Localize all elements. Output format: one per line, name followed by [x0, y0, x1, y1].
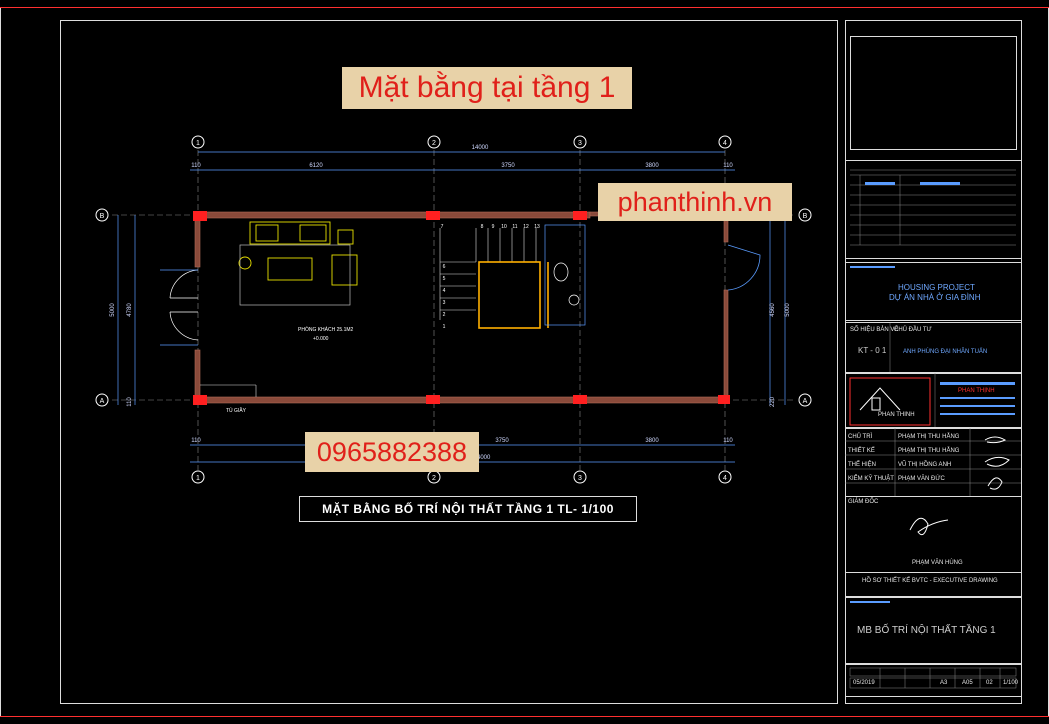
role-1: THIẾT KẾ: [848, 448, 875, 454]
columns: [193, 211, 730, 405]
dim-bottom-total: 14000: [474, 455, 491, 461]
dim-top-1: 6120: [309, 163, 323, 169]
svg-text:8: 8: [481, 224, 484, 230]
title-banner: Mặt bằng tại tầng 1: [342, 67, 632, 109]
drawing-code: KT - 0 1: [858, 346, 887, 355]
phase-label: HỒ SƠ THIẾT KẾ BVTC - EXECUTIVE DRAWING: [862, 578, 998, 584]
name-2: VŨ THỊ HỒNG ANH: [898, 462, 952, 468]
dim-bottom-1: 3750: [495, 438, 509, 444]
footer-rev: A05: [962, 680, 973, 686]
logo-icon: [849, 377, 931, 426]
room-level: +0.000: [313, 336, 329, 342]
shoe-cabinet-label: TỦ GIẦY: [226, 407, 247, 414]
room-label: PHÒNG KHÁCH 25.1M2: [298, 326, 354, 333]
dim-top-3: 3800: [645, 163, 659, 169]
svg-text:5: 5: [443, 276, 446, 282]
role-2: THỂ HIỆN: [848, 462, 877, 468]
svg-text:11: 11: [512, 224, 517, 230]
project-en: HOUSING PROJECT: [898, 283, 975, 292]
logo-text: PHAN THINH: [878, 412, 915, 418]
dim-bottom-2: 3800: [645, 438, 659, 444]
role-3: KIỂM KỸ THUẬT: [848, 476, 894, 482]
footer-sheet: 02: [986, 680, 993, 686]
entrance-doors: [160, 269, 199, 346]
signatures: [909, 436, 1010, 536]
svg-text:12: 12: [523, 224, 529, 230]
dim-bottom-3: 110: [723, 438, 733, 444]
svg-text:3: 3: [443, 300, 446, 306]
project-vn: DỰ ÁN NHÀ Ở GIA ĐÌNH: [889, 293, 981, 302]
svg-text:6: 6: [443, 264, 446, 270]
footer-scale: 1/100: [1003, 680, 1019, 686]
dim-bottom-0: 110: [191, 438, 201, 444]
code-label: SỐ HIỆU BẢN VẼ: [850, 327, 899, 333]
phone-banner: 0965882388: [305, 432, 479, 472]
grid-label-3b: 3: [578, 475, 582, 482]
footer-date: 05/2019: [853, 680, 875, 686]
svg-text:2: 2: [443, 312, 446, 318]
dim-top-2: 3750: [501, 163, 515, 169]
dim-right-2: 220: [770, 396, 776, 407]
room-labels: PHÒNG KHÁCH 25.1M2 +0.000 TỦ GIẦY: [226, 326, 354, 414]
grid-label-1b: 1: [196, 475, 200, 482]
website-banner: phanthinh.vn: [598, 183, 792, 221]
dim-left-0: 5000: [110, 303, 116, 317]
grid-label-4: 4: [723, 140, 727, 147]
grid-label-b-right: B: [803, 213, 808, 220]
dim-top-0: 110: [191, 163, 201, 169]
grid-label-2b: 2: [432, 475, 436, 482]
grid-label-2: 2: [432, 140, 436, 147]
name-3: PHẠM VĂN ĐỨC: [898, 476, 945, 482]
dim-right-0: 4560: [770, 303, 776, 317]
grid-bubble-labels: 1 2 3 4 1 2 3 4 B A B A: [100, 140, 808, 482]
company-name: PHAN THỊNH: [958, 388, 995, 394]
stair-numbers: 7 8 9 10 11 12 13 6 5 4 3 2 1: [441, 224, 540, 330]
grid-label-3: 3: [578, 140, 582, 147]
svg-text:1: 1: [443, 324, 446, 330]
owner-label: CHỦ ĐẦU TƯ: [894, 327, 932, 333]
director-label: GIÁM ĐỐC: [848, 499, 879, 505]
toilet: [544, 224, 586, 326]
svg-text:7: 7: [441, 224, 444, 230]
stair-well: [478, 261, 549, 329]
sheet-borders: [0, 7, 1049, 717]
svg-text:10: 10: [501, 224, 507, 230]
name-0: PHẠM THỊ THU HẰNG: [898, 434, 960, 440]
dim-left-1: 4780: [127, 303, 133, 317]
stairs: [439, 228, 537, 320]
dim-top-4: 110: [723, 163, 733, 169]
owner-name: ANH PHÙNG ĐẠI NHÂN TUẤN: [903, 349, 988, 355]
grid-label-a-right: A: [803, 398, 808, 405]
grid-label-a-left: A: [100, 398, 105, 405]
svg-text:13: 13: [534, 224, 540, 230]
svg-text:4: 4: [443, 288, 446, 294]
dimension-texts: 14000 110 6120 3750 3800 110 110 3750 38…: [110, 145, 791, 461]
grid-label-b-left: B: [100, 213, 105, 220]
footer-cells: [849, 667, 1017, 689]
director-name: PHẠM VĂN HÙNG: [912, 560, 963, 566]
grid-label-4b: 4: [723, 475, 727, 482]
sheet-title: MB BỐ TRÍ NỘI THẤT TẦNG 1: [857, 625, 996, 636]
living-furniture: [238, 221, 358, 306]
footer-size: A3: [940, 680, 948, 686]
svg-text:9: 9: [492, 224, 495, 230]
grid-bubbles: [95, 135, 812, 484]
grid-label-1: 1: [196, 140, 200, 147]
drawing-caption: MẶT BẰNG BỐ TRÍ NỘI THẤT TẦNG 1 TL- 1/10…: [299, 496, 637, 522]
dim-right-1: 5000: [785, 303, 791, 317]
name-1: PHẠM THỊ THU HẰNG: [898, 448, 960, 454]
dim-left-2: 110: [127, 397, 133, 407]
right-door: [727, 244, 761, 291]
role-0: CHỦ TRÌ: [848, 434, 873, 440]
dim-top-total: 14000: [472, 145, 489, 151]
titleblock-blue-bars: [850, 182, 1015, 603]
